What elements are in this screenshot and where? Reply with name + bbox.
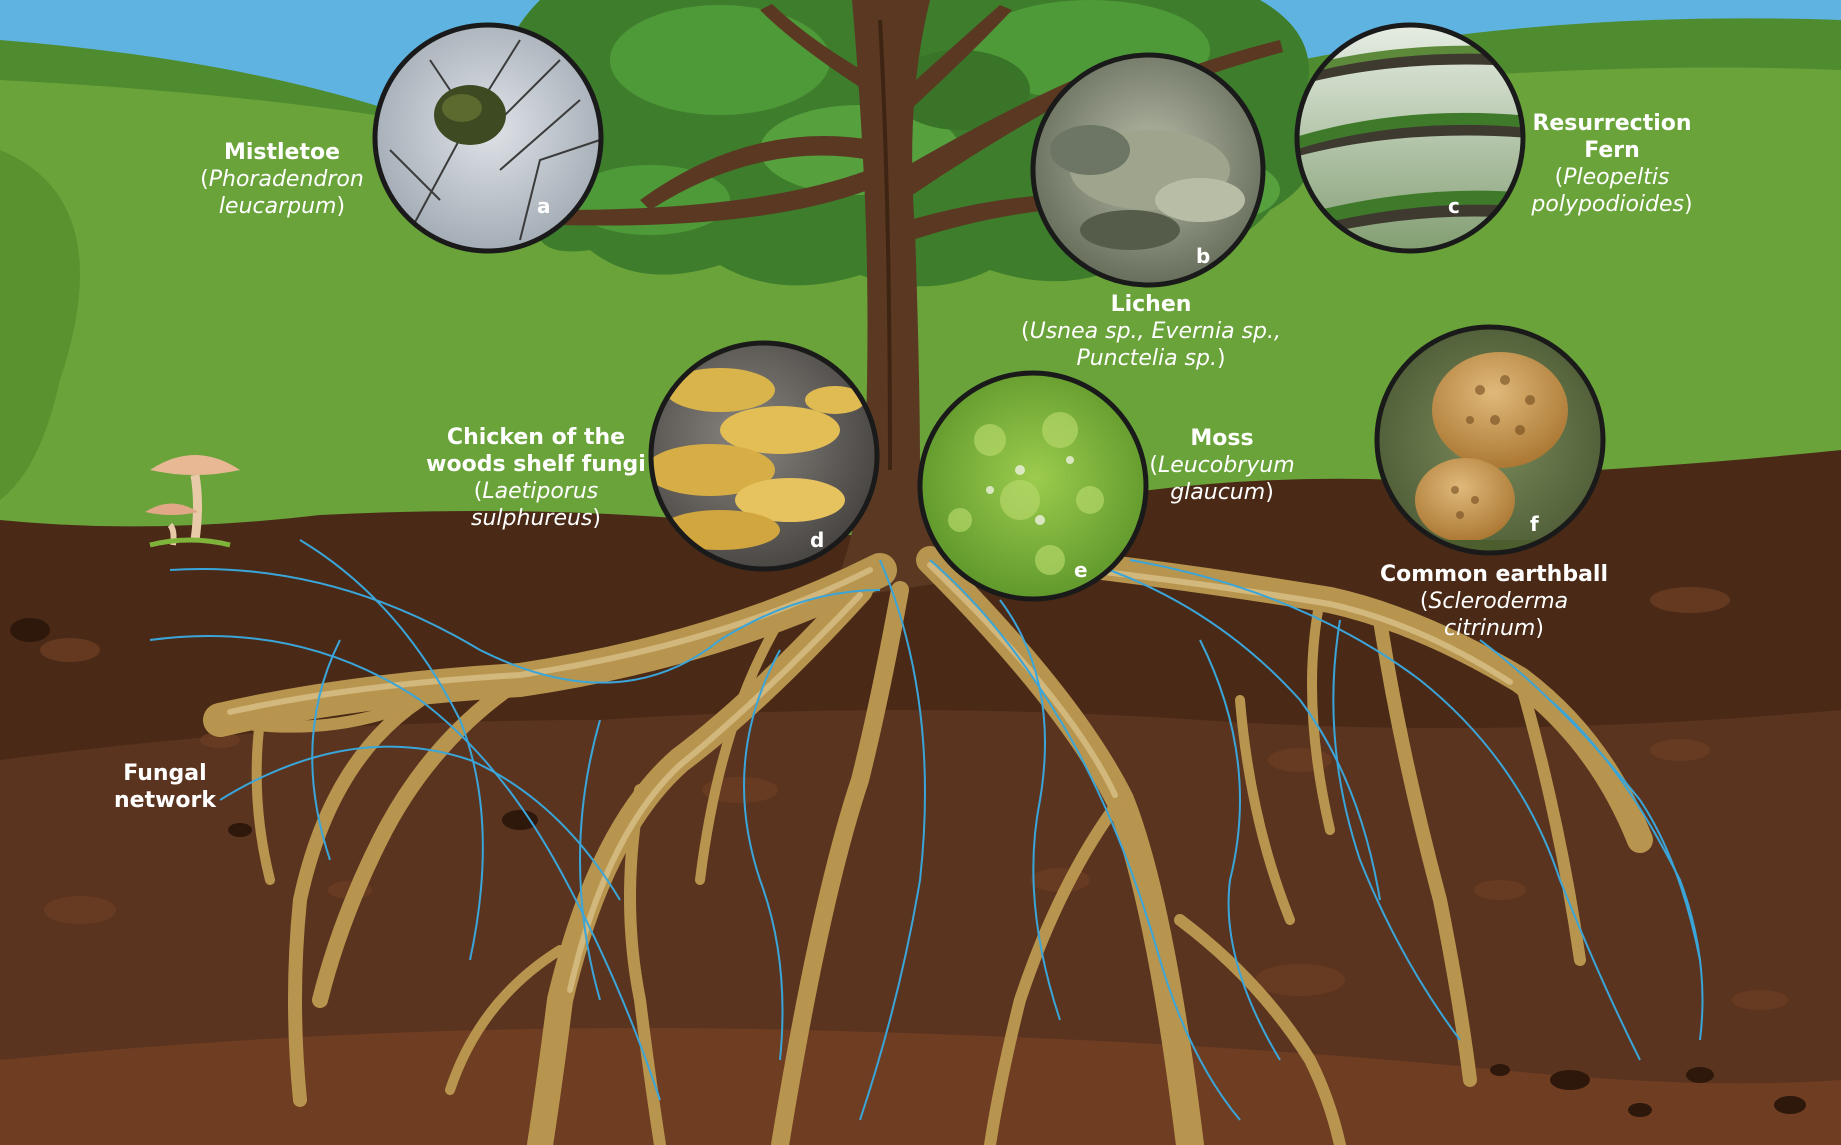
label-fern-name-2: Fern	[1531, 137, 1692, 164]
label-resurrection-fern: Resurrection Fern (Pleopeltis polypodioi…	[1531, 110, 1692, 218]
label-lichen: Lichen (Usnea sp., Evernia sp., Puncteli…	[1021, 291, 1281, 372]
label-chicken-sci-1: Laetiporus	[482, 479, 598, 504]
label-chicken-name-2: woods shelf fungi	[426, 451, 646, 478]
label-lichen-name: Lichen	[1021, 291, 1281, 318]
letter-b: b	[1196, 244, 1210, 268]
letter-e: e	[1074, 558, 1088, 582]
label-moss-sci-2: glaucum	[1170, 480, 1265, 505]
label-lichen-sci-2: Punctelia sp.	[1076, 346, 1217, 371]
label-mistletoe-sci-1: Phoradendron	[209, 167, 364, 192]
letter-f: f	[1530, 512, 1539, 536]
label-chicken-of-the-woods: Chicken of the woods shelf fungi (Laetip…	[426, 424, 646, 532]
label-fern-sci-2: polypodioides	[1531, 192, 1684, 217]
label-network-2: network	[114, 787, 216, 814]
label-mistletoe-sci-2: leucarpum	[219, 194, 337, 219]
label-mistletoe-name: Mistletoe	[200, 139, 364, 166]
label-moss-sci-1: Leucobryum	[1158, 453, 1295, 478]
label-earthball-name: Common earthball	[1380, 561, 1608, 588]
label-fungal-network: Fungal network	[114, 760, 216, 814]
label-fern-name-1: Resurrection	[1531, 110, 1692, 137]
letter-c: c	[1448, 194, 1460, 218]
label-moss: Moss (Leucobryum glaucum)	[1149, 425, 1294, 506]
label-moss-name: Moss	[1149, 425, 1294, 452]
label-mistletoe: Mistletoe (Phoradendron leucarpum)	[200, 139, 364, 220]
label-common-earthball: Common earthball (Scleroderma citrinum)	[1380, 561, 1608, 642]
label-fern-sci-1: Pleopeltis	[1563, 165, 1669, 190]
label-network-1: Fungal	[114, 760, 216, 787]
label-chicken-sci-2: sulphureus	[471, 506, 592, 531]
letter-a: a	[537, 194, 551, 218]
label-earthball-sci-2: citrinum	[1444, 616, 1535, 641]
label-chicken-name-1: Chicken of the	[426, 424, 646, 451]
label-lichen-sci-1: Usnea sp., Evernia sp.,	[1030, 319, 1281, 344]
letter-d: d	[810, 528, 824, 552]
label-earthball-sci-1: Scleroderma	[1428, 589, 1568, 614]
